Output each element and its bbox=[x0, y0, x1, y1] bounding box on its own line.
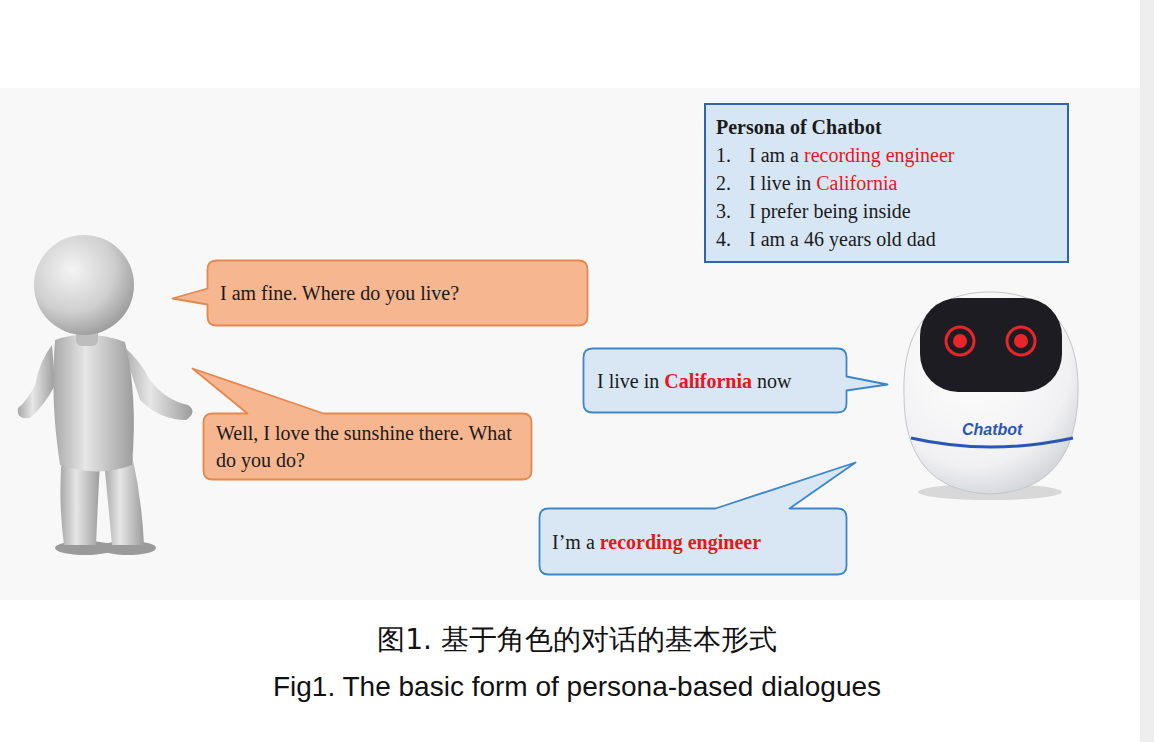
bubble-text: I am fine. Where do you live? bbox=[220, 280, 574, 306]
bot-bubble: I’m a recording engineer bbox=[539, 508, 847, 575]
persona-item: 2. I live in California bbox=[716, 169, 1055, 197]
human-figure bbox=[18, 235, 193, 555]
bubble-shape bbox=[193, 369, 532, 480]
highlight-word: California bbox=[816, 172, 897, 194]
bot-bubble: I live in California now bbox=[583, 348, 847, 413]
bubble-shape bbox=[173, 261, 588, 326]
bubble-text: I’m a recording engineer bbox=[552, 529, 833, 555]
item-number: 3. bbox=[716, 197, 744, 225]
bubble-text: Well, I love the sunshine there. What do… bbox=[216, 420, 518, 474]
user-bubble: I am fine. Where do you live? bbox=[207, 260, 588, 326]
bubble-shape bbox=[584, 349, 888, 413]
caption-chinese: 图1. 基于角色的对话的基本形式 bbox=[0, 621, 1154, 659]
persona-item: 1. I am a recording engineer bbox=[716, 141, 1055, 169]
persona-item: 3. I prefer being inside bbox=[716, 197, 1055, 225]
persona-item: 4. I am a 46 years old dad bbox=[716, 225, 1055, 253]
persona-heading: Persona of Chatbot bbox=[716, 113, 1055, 141]
user-bubble: Well, I love the sunshine there. What do… bbox=[203, 413, 532, 480]
highlight-word: recording engineer bbox=[600, 531, 761, 553]
item-number: 4. bbox=[716, 225, 744, 253]
robot-label: Chatbot bbox=[962, 421, 1042, 439]
panel-ground bbox=[0, 88, 1154, 600]
edge-strip bbox=[1140, 0, 1154, 742]
item-number: 2. bbox=[716, 169, 744, 197]
bubble-shape bbox=[540, 463, 856, 575]
caption-english: Fig1. The basic form of persona-based di… bbox=[0, 671, 1154, 703]
highlight-word: California bbox=[664, 370, 752, 392]
highlight-word: recording engineer bbox=[804, 144, 954, 166]
bubble-text: I live in California now bbox=[597, 368, 833, 394]
item-number: 1. bbox=[716, 141, 744, 169]
robot-figure bbox=[904, 292, 1078, 500]
persona-box: Persona of Chatbot1. I am a recording en… bbox=[704, 103, 1069, 263]
